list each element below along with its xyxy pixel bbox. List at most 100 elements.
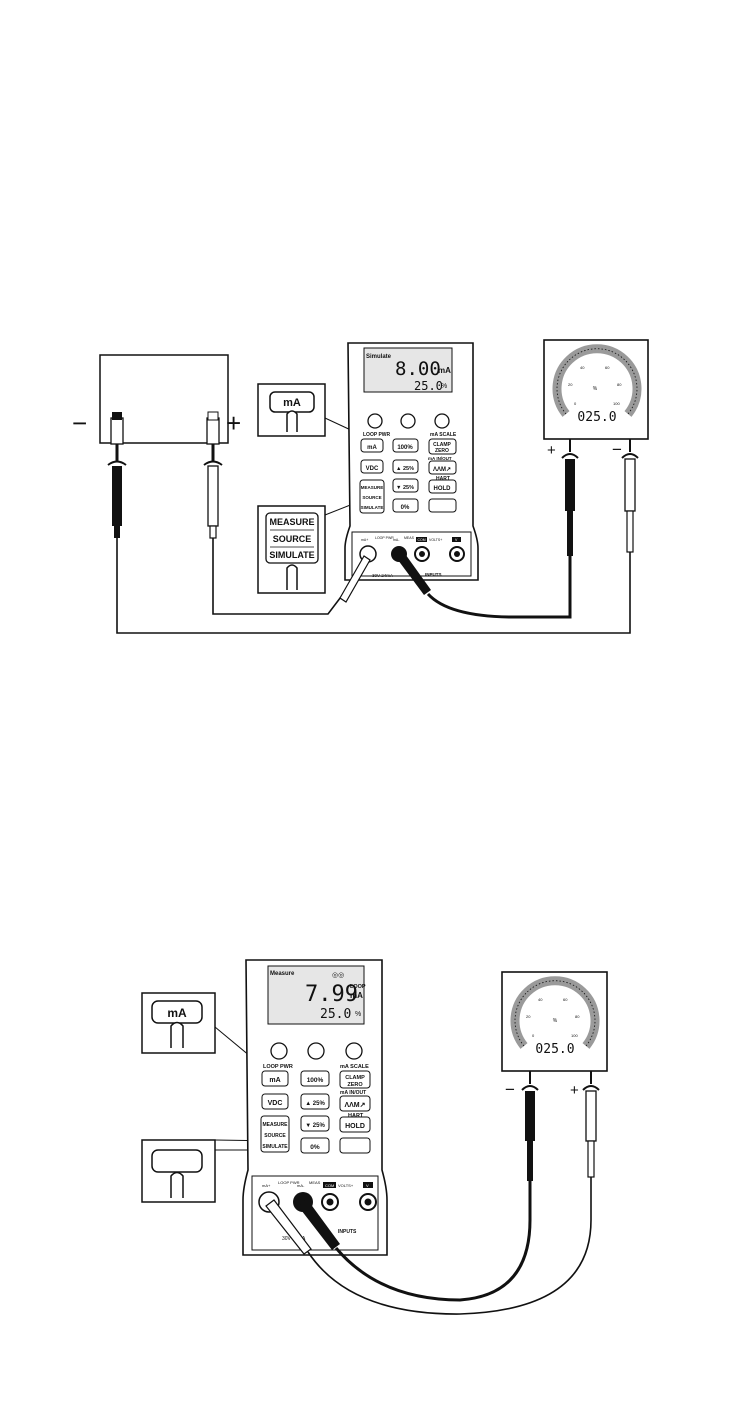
svg-text:HOLD: HOLD [434,486,452,492]
svg-text:VDC: VDC [268,1100,283,1107]
blank-button[interactable] [428,498,457,513]
ramp-wave-button-measure[interactable]: ΛΛM↗ [339,1095,371,1112]
svg-text:mA: mA [167,1006,187,1020]
brightness-icon-measure[interactable] [345,1042,363,1060]
callout-blank-button [141,1139,341,1203]
down-25-button[interactable]: ▼ 25% [392,478,419,493]
gauge-unit-measure: % [553,1018,558,1024]
blank-button-measure[interactable] [339,1137,371,1154]
up-25-button-measure[interactable]: ▲ 25% [300,1093,330,1110]
lcd-primary-value: 8.00 [395,358,441,380]
black-probe-meter-measure[interactable] [521,1071,539,1181]
power-icon-measure[interactable] [270,1042,288,1060]
lcd-secondary-unit: % [441,383,447,390]
black-lead-to-meter-measure [334,1180,532,1302]
supply-minus-sign: − [72,408,87,438]
brightness-icon[interactable] [434,413,450,429]
svg-text:HOLD: HOLD [345,1123,365,1130]
gauge-readout: 025.0 [577,410,616,425]
jack-label-volts: VOLTS+ [429,538,442,542]
black-test-lead-supply[interactable] [107,444,127,538]
lcd-primary-unit-measure: mA [350,991,363,1000]
ma-button[interactable]: mA [360,438,384,453]
label-ma-in-out: mA IN/OUT [428,456,452,461]
gauge-tick-20-measure: 20 [526,1014,531,1019]
svg-text:▼ 25%: ▼ 25% [396,485,414,491]
gauge-readout-measure: 025.0 [535,1042,574,1057]
power-icon[interactable] [367,413,383,429]
meter-plus-sign-measure: + [570,1082,579,1099]
black-plug[interactable] [395,551,431,595]
white-probe-meter[interactable] [621,439,639,553]
label-hart: HART [436,476,450,482]
label-ma-scale: mA SCALE [430,432,457,438]
jack-label-com-measure: COM [325,1183,334,1188]
0-percent-button-measure[interactable]: 0% [300,1137,330,1154]
ramp-wave-button[interactable]: ΛΛM↗ [428,460,457,475]
warning-label: 30V 24mA [372,573,393,578]
jack-label-v-measure: V [366,1183,369,1188]
svg-text:▲ 25%: ▲ 25% [305,1101,325,1107]
hold-button[interactable]: HOLD [428,479,457,494]
lcd-secondary-unit-measure: % [355,1011,361,1018]
svg-text:ΛΛM↗: ΛΛM↗ [433,467,451,473]
label-loop-pwr-measure: LOOP PWR [263,1064,293,1070]
gauge-tick-60-measure: 60 [563,997,568,1002]
svg-text:▼ 25%: ▼ 25% [305,1123,325,1129]
backlight-icon[interactable] [400,413,416,429]
jack-label-meas-measure: MEAS [309,1180,321,1185]
black-probe-meter[interactable] [561,439,579,556]
loop-wire-outer [116,538,631,634]
down-25-button-measure[interactable]: ▼ 25% [300,1115,330,1132]
svg-text:0%: 0% [310,1144,320,1151]
white-lead-to-meter-measure [307,1175,592,1315]
up-25-button[interactable]: ▲ 25% [392,459,419,474]
ma-button-measure[interactable]: mA [261,1070,289,1087]
supply-positive-terminal[interactable] [206,411,220,445]
measure-diagram: mA Measure ◎◎ 7.99 LOOP mA 25.0 % L [141,959,608,1315]
white-plug-measure[interactable] [265,1199,312,1255]
callout-ma-button-measure: mA [141,992,263,1067]
inputs-label-measure: INPUTS [338,1229,357,1235]
white-probe-meter-measure[interactable] [582,1071,600,1178]
jack-label-ma-minus-measure: mA- [297,1183,305,1188]
vdc-button-measure[interactable]: VDC [261,1093,289,1110]
lcd-primary-unit-top-measure: LOOP [350,984,366,990]
gauge-tick-0: 0 [574,401,577,406]
process-meter: 0 20 40 60 80 100 % 025.0 + − [543,339,649,459]
jack-label-com: COM [418,538,426,542]
black-plug-measure[interactable] [298,1199,340,1250]
100-percent-button-measure[interactable]: 100% [300,1070,330,1087]
svg-text:SIMULATE: SIMULATE [361,505,384,510]
lcd-secondary-value: 25.0 [414,379,443,393]
svg-text:MEASURE: MEASURE [269,517,314,527]
white-plug[interactable] [339,555,371,603]
svg-text:SOURCE: SOURCE [273,534,312,544]
0-percent-button[interactable]: 0% [392,498,419,513]
supply-plus-sign: + [226,408,241,438]
lcd-mode-label: Simulate [366,354,392,360]
white-test-lead-supply[interactable] [203,444,223,539]
svg-text:mA: mA [283,397,301,409]
svg-text:ZERO: ZERO [435,448,449,454]
meter-minus-sign: − [612,440,622,459]
loop-wire-inner [212,538,351,615]
label-ma-scale-measure: mA SCALE [340,1064,369,1070]
svg-text:SIMULATE: SIMULATE [262,1144,288,1150]
svg-text:▲ 25%: ▲ 25% [396,466,414,472]
backlight-icon-measure[interactable] [307,1042,325,1060]
simulate-diagram: − + mA [72,339,649,634]
supply-negative-terminal[interactable] [110,412,124,445]
loop-calibrator-measure: Measure ◎◎ 7.99 LOOP mA 25.0 % LOOP PWR … [242,959,388,1256]
vdc-button[interactable]: VDC [360,459,384,474]
100-percent-button[interactable]: 100% [392,438,419,453]
svg-text:SOURCE: SOURCE [264,1133,286,1139]
hold-button-measure[interactable]: HOLD [339,1116,371,1133]
svg-text:100%: 100% [307,1077,324,1084]
process-meter-measure: 0 20 40 60 80 100 % 025.0 − + [501,971,608,1099]
label-hart-measure: HART [348,1113,364,1119]
